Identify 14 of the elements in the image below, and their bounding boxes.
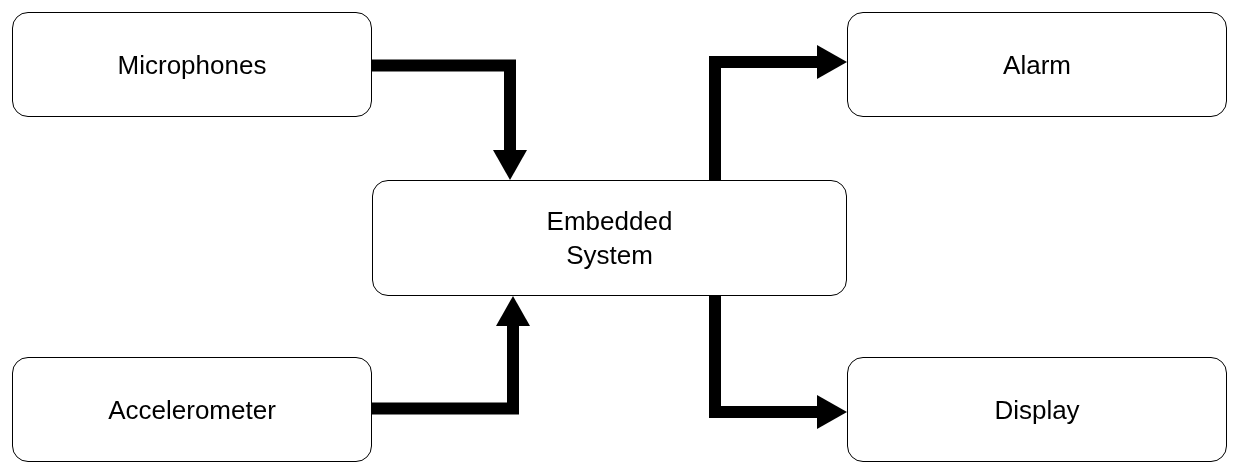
arrow xyxy=(372,296,530,415)
process-box xyxy=(12,12,372,117)
arrow xyxy=(372,59,527,180)
arrow xyxy=(709,45,847,180)
box-label: Alarm xyxy=(1003,48,1071,82)
process-box xyxy=(847,357,1227,462)
box-label: Embedded System xyxy=(545,205,674,272)
box-label: Microphones xyxy=(117,48,267,82)
process-box xyxy=(847,12,1227,117)
process-box xyxy=(12,357,372,462)
arrow xyxy=(709,296,847,429)
box-label: Display xyxy=(994,393,1080,427)
box-label: Accelerometer xyxy=(108,393,276,427)
process-box xyxy=(372,180,847,296)
